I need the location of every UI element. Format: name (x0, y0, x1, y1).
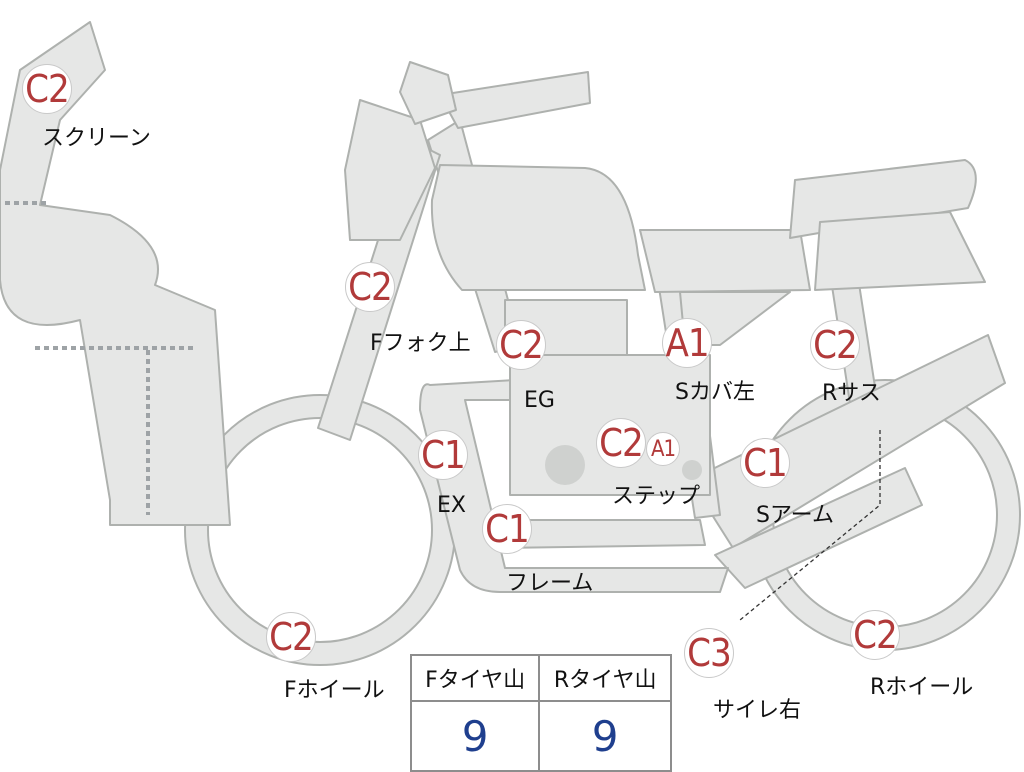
seat-front (639, 229, 811, 293)
fuel-tank (430, 164, 646, 291)
silencer-leader-line (739, 430, 881, 621)
headlight-mount (399, 61, 457, 125)
swingarm-grade-marker: C1 (740, 438, 790, 488)
swingarm-shape (689, 334, 1006, 549)
swingarm-label: Sアーム (756, 503, 834, 528)
rear-wheel-grade-marker: C2 (850, 610, 900, 660)
exhaust-label: EX (437, 493, 466, 518)
footpeg (682, 460, 702, 480)
silencer-right-grade-marker: C3 (684, 628, 734, 678)
exhaust-grade-marker: C1 (418, 430, 468, 480)
rear-wheel-label: Rホイール (870, 675, 974, 700)
frame-grade-marker: C1 (482, 504, 532, 554)
tire-tread-header-row: Fタイヤ山 Rタイヤ山 (409, 654, 672, 702)
front-fairing (0, 21, 231, 526)
silencer-right-label: サイレ右 (713, 698, 802, 723)
engine-label: EG (524, 388, 555, 413)
frame-backbone (439, 71, 591, 129)
side-cover-left-label: Sカバ左 (675, 380, 755, 405)
screen-grade-marker: C2 (22, 64, 72, 114)
step-grade-marker-2: A1 (646, 432, 680, 466)
front-wheel-grade-marker: C2 (266, 612, 316, 662)
silencer-shape (714, 467, 923, 589)
tire-tread-value-row: 9 9 (409, 700, 672, 772)
ffork-upper-label: Fフォク上 (370, 331, 471, 356)
ffork-upper-grade-marker: C2 (345, 262, 395, 312)
engine-grade-marker: C2 (496, 320, 546, 370)
rear-suspension-label: Rサス (822, 381, 881, 406)
rear-tire-tread-header: Rタイヤ山 (538, 654, 672, 702)
tire-tread-table: Fタイヤ山 Rタイヤ山 9 9 (409, 654, 672, 772)
front-wheel-label: Fホイール (284, 678, 385, 703)
side-cover-left-grade-marker: A1 (662, 318, 712, 368)
rear-tire-tread-value: 9 (538, 700, 672, 772)
step-grade-marker: C2 (596, 418, 646, 468)
screen-label: スクリーン (42, 126, 151, 151)
tail-cowl-lower (814, 211, 986, 291)
engine-cover (545, 445, 585, 485)
step-label: ステップ (612, 484, 701, 509)
front-tire-tread-value: 9 (409, 700, 541, 772)
frame-label: フレーム (506, 571, 594, 596)
front-tire-tread-header: Fタイヤ山 (409, 654, 541, 702)
rear-suspension-grade-marker: C2 (810, 320, 860, 370)
